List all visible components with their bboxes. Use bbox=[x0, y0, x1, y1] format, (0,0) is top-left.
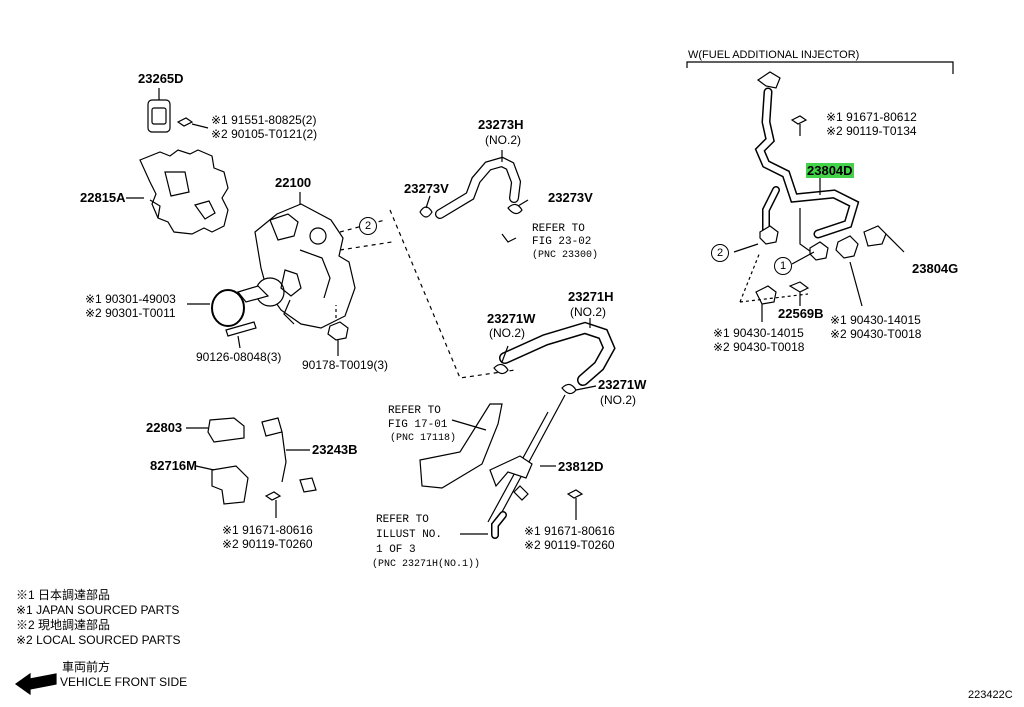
pump-22100-drawing bbox=[236, 192, 356, 329]
label-90430-left-1: ※1 90430-14015 bbox=[713, 326, 804, 340]
label-23804D-highlighted: 23804D bbox=[806, 163, 854, 178]
legend-local-en: ※2 LOCAL SOURCED PARTS bbox=[16, 633, 181, 647]
label-90430-right-1: ※1 90430-14015 bbox=[830, 313, 921, 327]
legend-japan-en: ※1 JAPAN SOURCED PARTS bbox=[16, 603, 180, 617]
label-91671-mid-2: ※2 90119-T0260 bbox=[524, 538, 615, 552]
refer-illust-line-1: REFER TO bbox=[376, 514, 429, 526]
label-22815A: 22815A bbox=[80, 190, 126, 205]
label-22569B: 22569B bbox=[778, 306, 824, 321]
label-23273V-left: 23273V bbox=[404, 181, 449, 196]
legend-local-jp: ※2 現地調達部品 bbox=[16, 618, 111, 632]
refer-2302-line-2: FIG 23-02 bbox=[532, 236, 592, 248]
callout-circle-2-right: 2 bbox=[711, 244, 729, 262]
front-side-en: VEHICLE FRONT SIDE bbox=[60, 675, 188, 689]
label-82716M: 82716M bbox=[150, 458, 197, 473]
label-91671-mid-1: ※1 91671-80616 bbox=[524, 524, 615, 538]
front-arrow-icon bbox=[16, 674, 56, 690]
label-90126: 90126-08048(3) bbox=[196, 350, 282, 364]
label-91671-right-2: ※2 90119-T0134 bbox=[826, 124, 917, 138]
label-23273V-right: 23273V bbox=[548, 190, 593, 205]
label-23273H-no: (NO.2) bbox=[485, 133, 521, 147]
label-23271W-lower: 23271W bbox=[598, 377, 647, 392]
label-90430-right-2: ※2 90430-T0018 bbox=[830, 327, 922, 341]
label-90301-1: ※1 90301-49003 bbox=[85, 292, 176, 306]
label-23271W-upper-no: (NO.2) bbox=[489, 326, 525, 340]
refer-2302-line-3: (PNC 23300) bbox=[532, 250, 599, 261]
refer-illust-line-3: 1 OF 3 bbox=[376, 544, 416, 556]
legend-japan-jp: ※1 日本調達部品 bbox=[16, 588, 111, 602]
label-91671-left-1: ※1 91671-80616 bbox=[222, 523, 313, 537]
label-90178: 90178-T0019(3) bbox=[302, 358, 389, 372]
refer-1701-line-1: REFER TO bbox=[388, 405, 441, 417]
label-23273H: 23273H bbox=[478, 117, 524, 132]
label-23265D: 23265D bbox=[138, 71, 184, 86]
label-23271W-upper: 23271W bbox=[487, 311, 536, 326]
label-22803: 22803 bbox=[146, 420, 183, 435]
label-23271W-lower-no: (NO.2) bbox=[600, 393, 636, 407]
label-23271H: 23271H bbox=[568, 289, 614, 304]
label-23271H-no: (NO.2) bbox=[570, 305, 606, 319]
label-23265D-note-2: ※2 90105-T0121(2) bbox=[211, 127, 318, 141]
figure-id: 223422C bbox=[968, 689, 1013, 701]
refer-illust-line-2: ILLUST NO. bbox=[376, 529, 443, 541]
callout-circle-1: 1 bbox=[774, 257, 792, 275]
label-23812D: 23812D bbox=[558, 459, 604, 474]
pipe-23804D-drawing bbox=[754, 71, 860, 255]
cover-23265D-drawing bbox=[147, 88, 209, 133]
label-91671-right-1: ※1 91671-80612 bbox=[826, 110, 917, 124]
front-side-jp: 車両前方 bbox=[62, 660, 111, 674]
label-91671-left-2: ※2 90119-T0260 bbox=[222, 537, 313, 551]
refer-illust-line-4: (PNC 23271H(NO.1)) bbox=[372, 559, 481, 570]
label-90301-2: ※2 90301-T0011 bbox=[85, 306, 176, 320]
label-23243B: 23243B bbox=[312, 442, 358, 457]
refer-2302-line-1: REFER TO bbox=[532, 223, 585, 235]
label-22100: 22100 bbox=[275, 175, 312, 190]
bracket-22815A-drawing bbox=[126, 149, 229, 235]
callout-circle-2-left: 2 bbox=[359, 217, 377, 235]
highlight-23804D: 23804D bbox=[806, 163, 854, 178]
label-23804G: 23804G bbox=[912, 261, 959, 276]
hose-23273H-drawing bbox=[435, 150, 522, 219]
refer-1701-line-2: FIG 17-01 bbox=[388, 419, 448, 431]
refer-1701-line-3: (PNC 17118) bbox=[390, 433, 457, 444]
label-23265D-note-1: ※1 91551-80825(2) bbox=[211, 113, 317, 127]
label-90430-left-2: ※2 90430-T0018 bbox=[713, 340, 805, 354]
section-title-fuel-additional-injector: W(FUEL ADDITIONAL INJECTOR) bbox=[688, 49, 860, 61]
hose-23271H-drawing bbox=[499, 318, 616, 386]
